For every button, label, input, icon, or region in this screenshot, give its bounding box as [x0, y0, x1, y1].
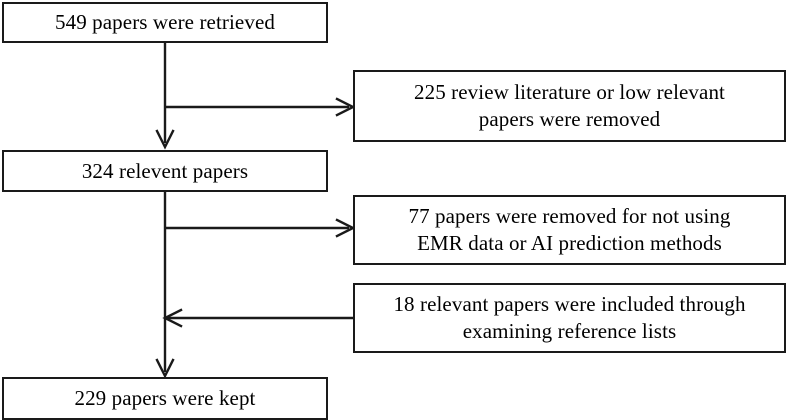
edge-retrieved-to-relevant	[155, 43, 175, 150]
node-papers-retrieved: 549 papers were retrieved	[2, 2, 328, 43]
node-papers-retrieved-label: 549 papers were retrieved	[55, 10, 275, 35]
node-included-from-references-label: 18 relevant papers were included through…	[393, 292, 746, 343]
node-papers-kept-label: 229 papers were kept	[74, 386, 256, 411]
edge-included-refs-to-trunk	[162, 308, 353, 328]
node-removed-not-emr-or-ai: 77 papers were removed for not using EMR…	[353, 195, 786, 265]
edge-relevant-to-kept	[155, 192, 175, 379]
edge-relevant-to-removed-emr	[165, 218, 356, 238]
node-removed-review-literature-label: 225 review literature or low relevant pa…	[414, 80, 725, 131]
node-relevant-papers-label: 324 relevent papers	[81, 158, 249, 183]
edge-retrieved-to-removed-review	[165, 97, 356, 117]
node-removed-not-emr-or-ai-label: 77 papers were removed for not using EMR…	[408, 204, 731, 255]
node-relevant-papers: 324 relevent papers	[2, 150, 328, 192]
node-papers-kept: 229 papers were kept	[2, 377, 328, 420]
node-included-from-references: 18 relevant papers were included through…	[353, 283, 786, 353]
node-removed-review-literature: 225 review literature or low relevant pa…	[353, 70, 786, 142]
